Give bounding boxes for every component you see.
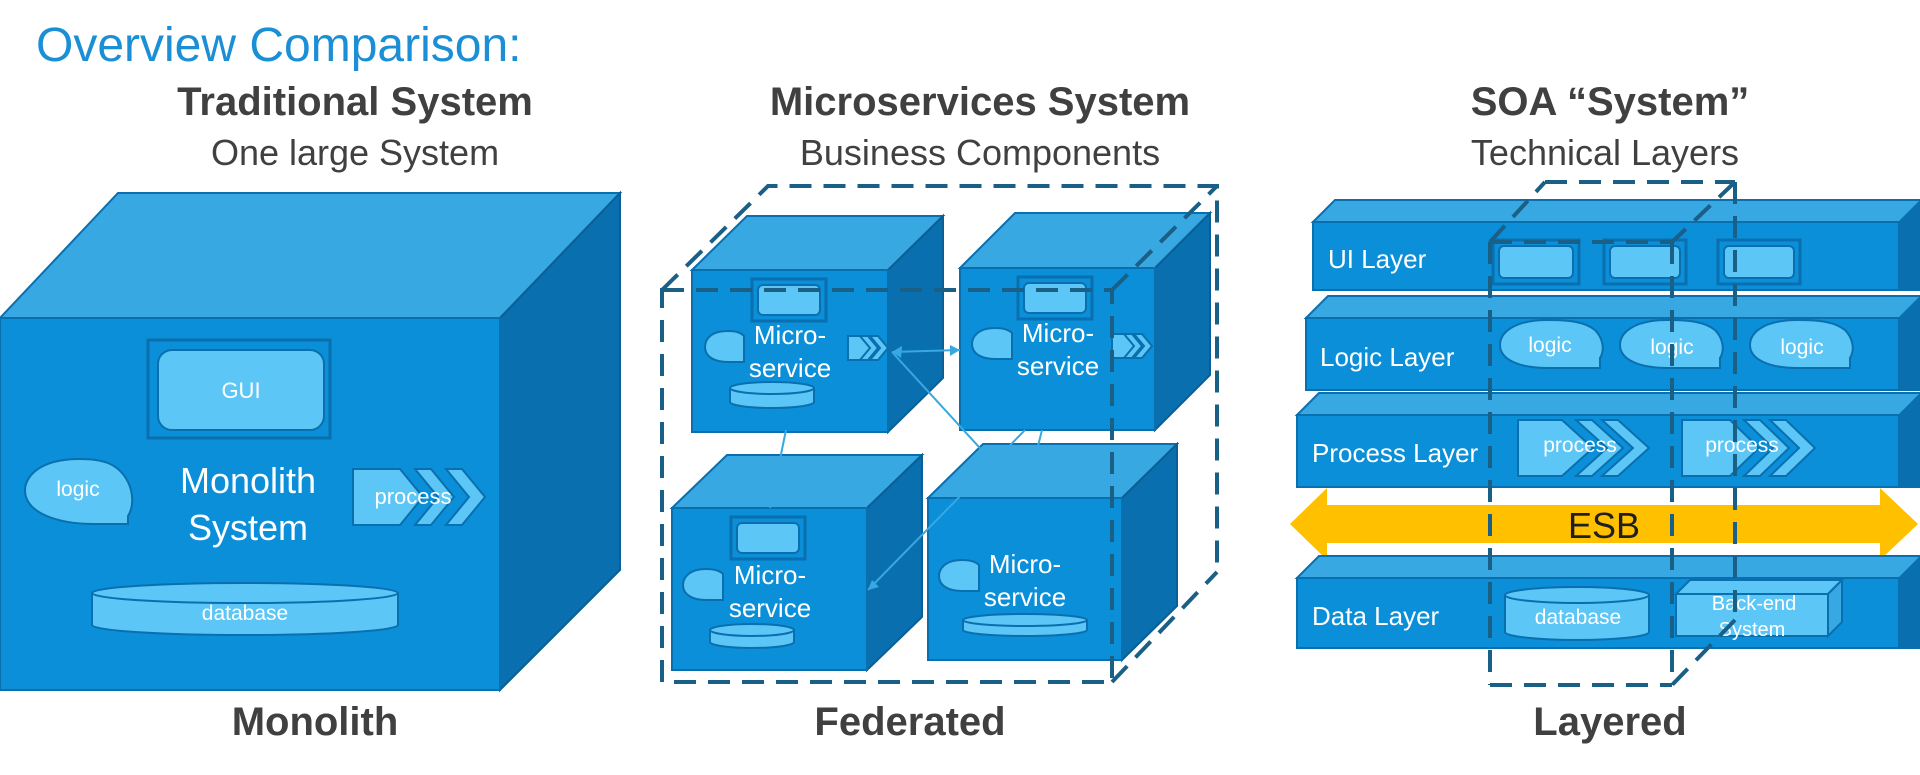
soa-ui-layer-label: UI Layer: [1328, 244, 1427, 274]
soa-data-layer-label: Data Layer: [1312, 601, 1440, 631]
soa-title: SOA “System”: [1470, 80, 1750, 124]
soa-logic-1-label: logic: [1528, 334, 1571, 357]
microservice-connectors: [769, 349, 1043, 591]
connector-arrowheads: [766, 345, 1031, 590]
traditional-title: Traditional System: [177, 80, 533, 124]
traditional-subtitle: One large System: [210, 132, 500, 173]
monolith-database: database: [91, 582, 399, 636]
microservice-cube-top-left: Micro- service: [689, 213, 946, 435]
microservice-cube-bottom-left: Micro- service: [669, 452, 925, 673]
soa-ui-layer: UI Layer: [1310, 199, 1920, 291]
microservice-br-line2: service: [984, 582, 1066, 612]
soa-data-layer: Data Layer database Back-end System: [1294, 555, 1920, 649]
microservice-tr-line1: Micro-: [1022, 318, 1094, 348]
monolith-process-chevrons: process: [352, 468, 487, 526]
soa-logic-layer: Logic Layer logic logic logic: [1303, 295, 1920, 391]
soa-process-1-label: process: [1543, 434, 1617, 457]
soa-esb-arrow: ESB: [1290, 488, 1918, 560]
microservice-tl-line2: service: [749, 353, 831, 383]
page-title: Overview Comparison:: [36, 19, 522, 72]
microservice-cube-bottom-right: Micro- service: [925, 441, 1180, 663]
microservices-subtitle: Business Components: [799, 132, 1161, 173]
monolith-process-label: process: [374, 484, 451, 509]
monolith-gui-box: GUI: [146, 338, 332, 440]
soa-backend-line2: System: [1719, 619, 1786, 641]
microservice-tl-line1: Micro-: [754, 320, 826, 350]
federated-footer: Federated: [814, 700, 1006, 744]
monolith-logic-bubble: logic: [23, 457, 134, 525]
monolith-footer: Monolith: [231, 700, 399, 744]
soa-backend-line1: Back-end: [1712, 593, 1797, 615]
soa-database-label: database: [1535, 606, 1621, 629]
monolith-name-line1: Monolith: [180, 460, 316, 501]
layered-footer: Layered: [1533, 700, 1687, 744]
soa-process-2-label: process: [1705, 434, 1779, 457]
soa-logic-layer-label: Logic Layer: [1320, 342, 1455, 372]
microservice-bl-line2: service: [729, 593, 811, 623]
monolith-name-line2: System: [188, 507, 308, 548]
soa-esb-label: ESB: [1568, 505, 1640, 546]
soa-process-layer-label: Process Layer: [1312, 438, 1479, 468]
microservice-br-line1: Micro-: [989, 549, 1061, 579]
soa-logic-3-label: logic: [1780, 336, 1823, 359]
monolith-logic-label: logic: [56, 478, 99, 501]
microservice-tr-line2: service: [1017, 351, 1099, 381]
monolith-gui-label: GUI: [221, 378, 260, 403]
microservice-bl-line1: Micro-: [734, 560, 806, 590]
monolith-database-label: database: [202, 602, 288, 625]
microservices-title: Microservices System: [769, 80, 1191, 124]
soa-service-boundary: [1488, 180, 1737, 687]
soa-subtitle: Technical Layers: [1470, 132, 1740, 173]
microservices-boundary-front: [660, 184, 1219, 684]
soa-process-layer: Process Layer process process: [1294, 392, 1920, 488]
microservices-boundary-back: [660, 184, 1219, 572]
microservice-cube-top-right: Micro- service: [957, 210, 1213, 433]
